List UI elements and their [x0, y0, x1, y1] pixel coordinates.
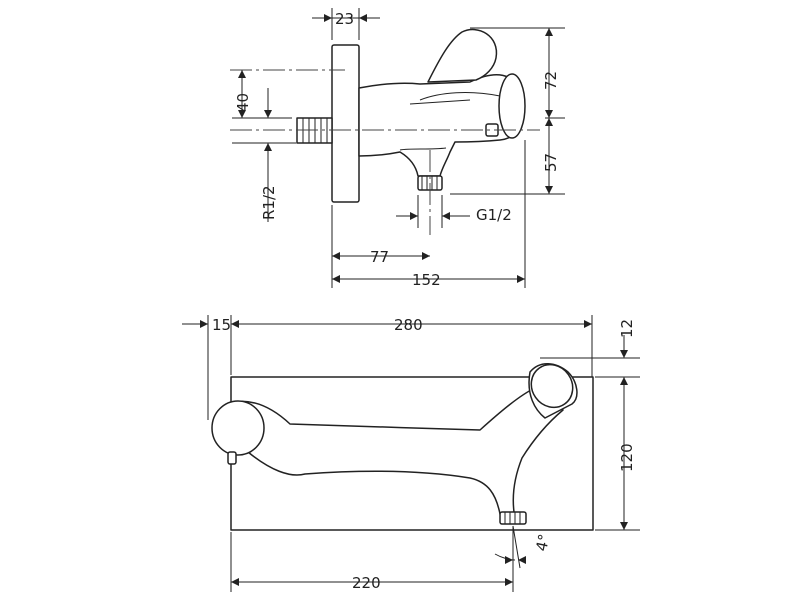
dim-120-label: 120 — [618, 443, 636, 472]
dim-12-label: 12 — [618, 319, 636, 338]
wall-plate — [331, 44, 360, 203]
dim-g12-label: G1/2 — [476, 206, 512, 224]
dim-57-label: 57 — [542, 153, 560, 172]
dim-77-label: 77 — [370, 248, 389, 266]
dim-280-label: 280 — [394, 316, 423, 334]
dim-72-label: 72 — [542, 71, 560, 90]
dim-152-label: 152 — [412, 271, 441, 289]
front-outlet — [499, 511, 527, 525]
lever-handle — [427, 28, 498, 83]
side-view: 23 40 R1/2 72 57 G1/2 — [230, 8, 565, 289]
dim-r12-label: R1/2 — [260, 185, 278, 220]
valve-body — [358, 74, 525, 177]
knob-end — [498, 73, 526, 139]
dim-220-label: 220 — [352, 574, 381, 592]
left-cap — [211, 400, 265, 456]
dim-23-label: 23 — [335, 10, 354, 28]
dim-15-label: 15 — [212, 316, 231, 334]
dim-angle-label: 4° — [532, 532, 553, 552]
spout-body — [231, 387, 564, 515]
dim-40-label: 40 — [234, 93, 252, 112]
front-view: 15 280 12 120 4° 220 — [182, 315, 640, 592]
